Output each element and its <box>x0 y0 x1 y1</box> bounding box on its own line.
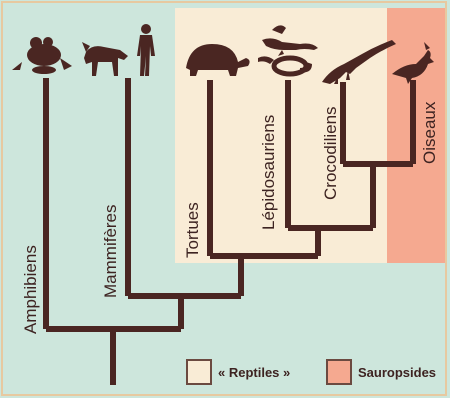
legend-swatch-reptiles <box>186 359 212 385</box>
legend-label-sauropsides: Sauropsides <box>358 365 436 380</box>
taxon-label-lepidosauriens: Lépidosauriens <box>260 115 277 230</box>
taxon-label-tortues: Tortues <box>184 202 201 258</box>
human-icon <box>137 24 155 76</box>
taxon-label-crocodiliens: Crocodiliens <box>322 106 339 200</box>
legend-item-sauropsides: Sauropsides <box>326 358 436 386</box>
legend-label-reptiles: « Reptiles » <box>218 365 290 380</box>
taxon-label-oiseaux: Oiseaux <box>421 102 438 164</box>
legend-item-reptiles: « Reptiles » <box>186 358 290 386</box>
taxon-label-mammiferes: Mammifères <box>102 204 119 298</box>
wolf-icon <box>82 42 128 76</box>
taxon-label-amphibiens: Amphibiens <box>22 245 39 334</box>
legend-swatch-sauropsides <box>326 359 352 385</box>
frog-icon <box>12 37 72 74</box>
